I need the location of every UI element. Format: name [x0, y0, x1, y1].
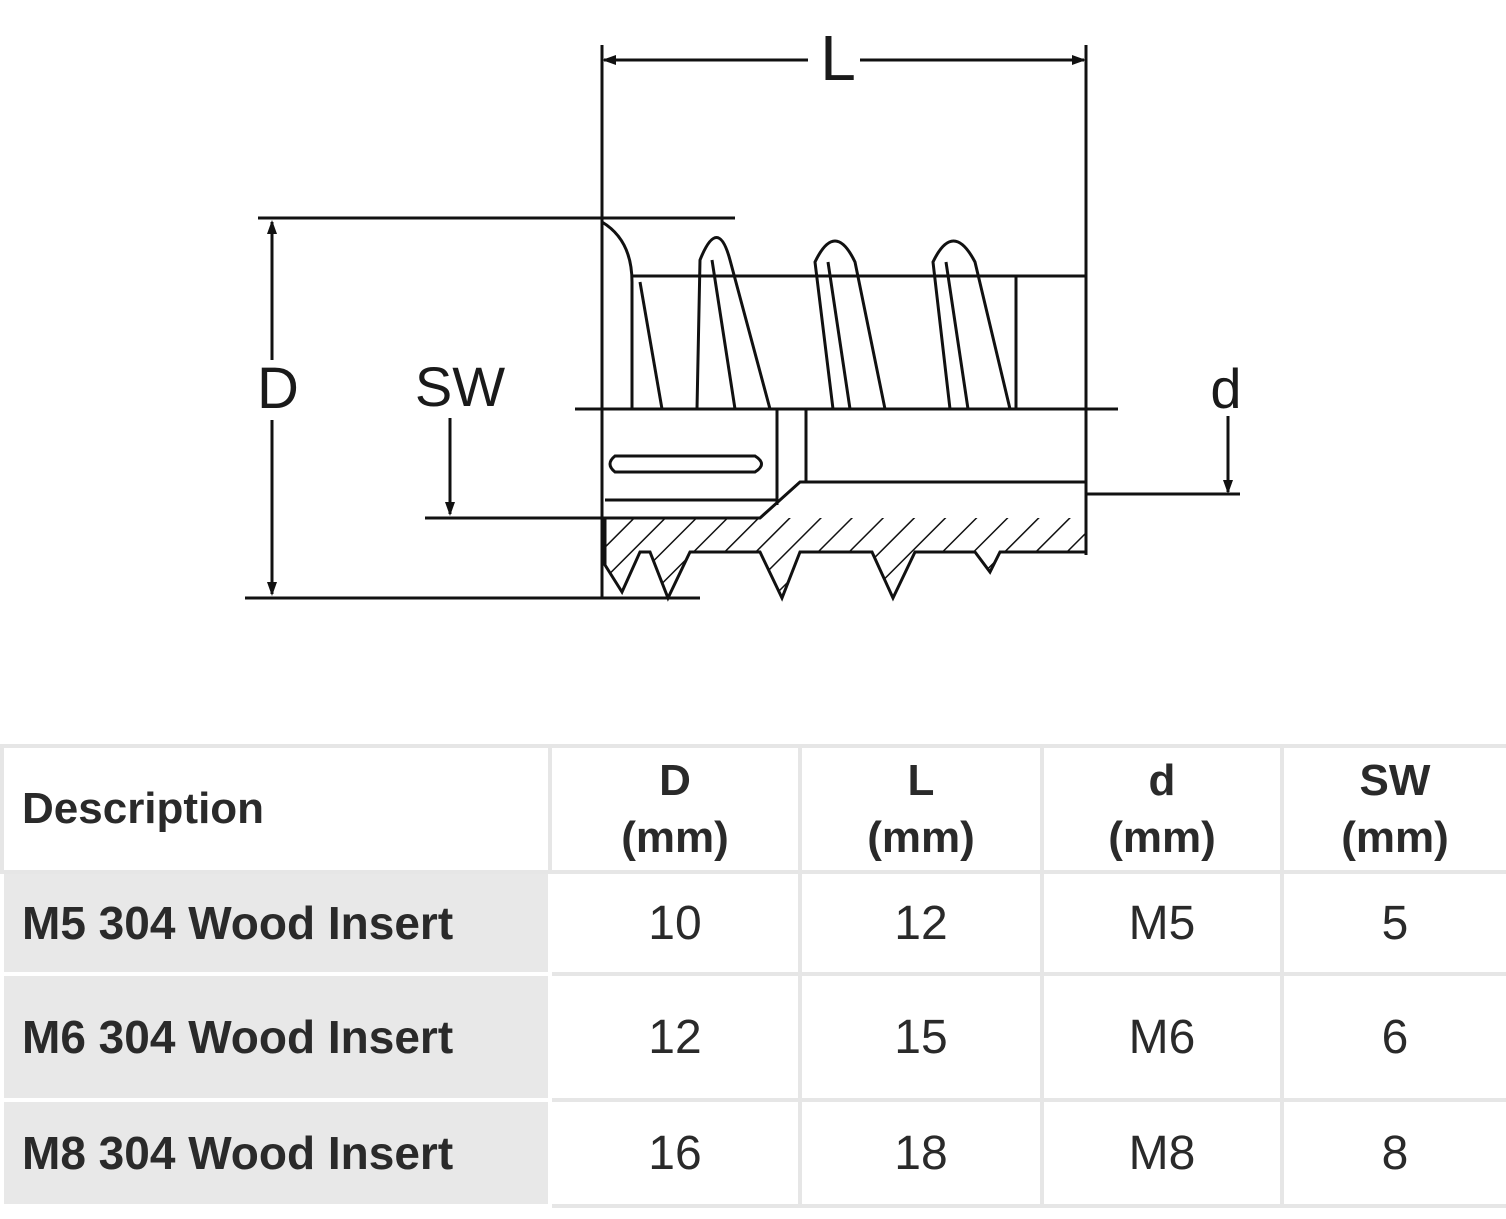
label-L: L	[820, 22, 856, 94]
header-L: L (mm)	[798, 744, 1044, 874]
dimension-D: D	[245, 216, 735, 600]
label-SW: SW	[415, 355, 505, 418]
table-row: M8 304 Wood Insert 16 18 M8 8	[0, 1098, 1506, 1208]
header-SW-unit: (mm)	[1341, 813, 1449, 862]
cell-d: M5	[1040, 870, 1284, 976]
label-d: d	[1210, 357, 1241, 420]
row-description: M8 304 Wood Insert	[0, 1098, 552, 1208]
cell-D: 10	[548, 870, 802, 976]
label-D: D	[257, 356, 299, 421]
header-d-name: d	[1148, 755, 1176, 805]
header-d-unit: (mm)	[1108, 813, 1216, 862]
cell-L: 12	[798, 870, 1044, 976]
header-SW: SW (mm)	[1280, 744, 1506, 874]
header-D-name: D	[659, 755, 691, 805]
cell-D: 12	[548, 972, 802, 1102]
cell-SW: 5	[1280, 870, 1506, 976]
header-L-name: L	[907, 755, 935, 805]
header-SW-name: SW	[1359, 755, 1431, 805]
dimension-SW: SW	[415, 355, 760, 520]
row-description: M5 304 Wood Insert	[0, 870, 552, 976]
header-L-unit: (mm)	[867, 813, 975, 862]
table-row: M6 304 Wood Insert 12 15 M6 6	[0, 972, 1506, 1102]
dimension-L: L	[600, 22, 1088, 598]
dimension-d: d	[575, 357, 1242, 496]
cell-L: 18	[798, 1098, 1044, 1208]
spec-table: Description D (mm) L (mm) d (mm) SW (mm)…	[0, 744, 1506, 1208]
header-d: d (mm)	[1040, 744, 1284, 874]
table-row: M5 304 Wood Insert 10 12 M5 5	[0, 870, 1506, 976]
header-description: Description	[0, 744, 552, 874]
cell-d: M6	[1040, 972, 1284, 1102]
cell-SW: 6	[1280, 972, 1506, 1102]
cell-L: 15	[798, 972, 1044, 1102]
row-description: M6 304 Wood Insert	[0, 972, 552, 1102]
table-header-row: Description D (mm) L (mm) d (mm) SW (mm)	[0, 744, 1506, 874]
wood-insert-drawing: L D SW d	[245, 22, 1242, 602]
cell-d: M8	[1040, 1098, 1284, 1208]
header-D-unit: (mm)	[621, 813, 729, 862]
cell-SW: 8	[1280, 1098, 1506, 1208]
cell-D: 16	[548, 1098, 802, 1208]
header-D: D (mm)	[548, 744, 802, 874]
